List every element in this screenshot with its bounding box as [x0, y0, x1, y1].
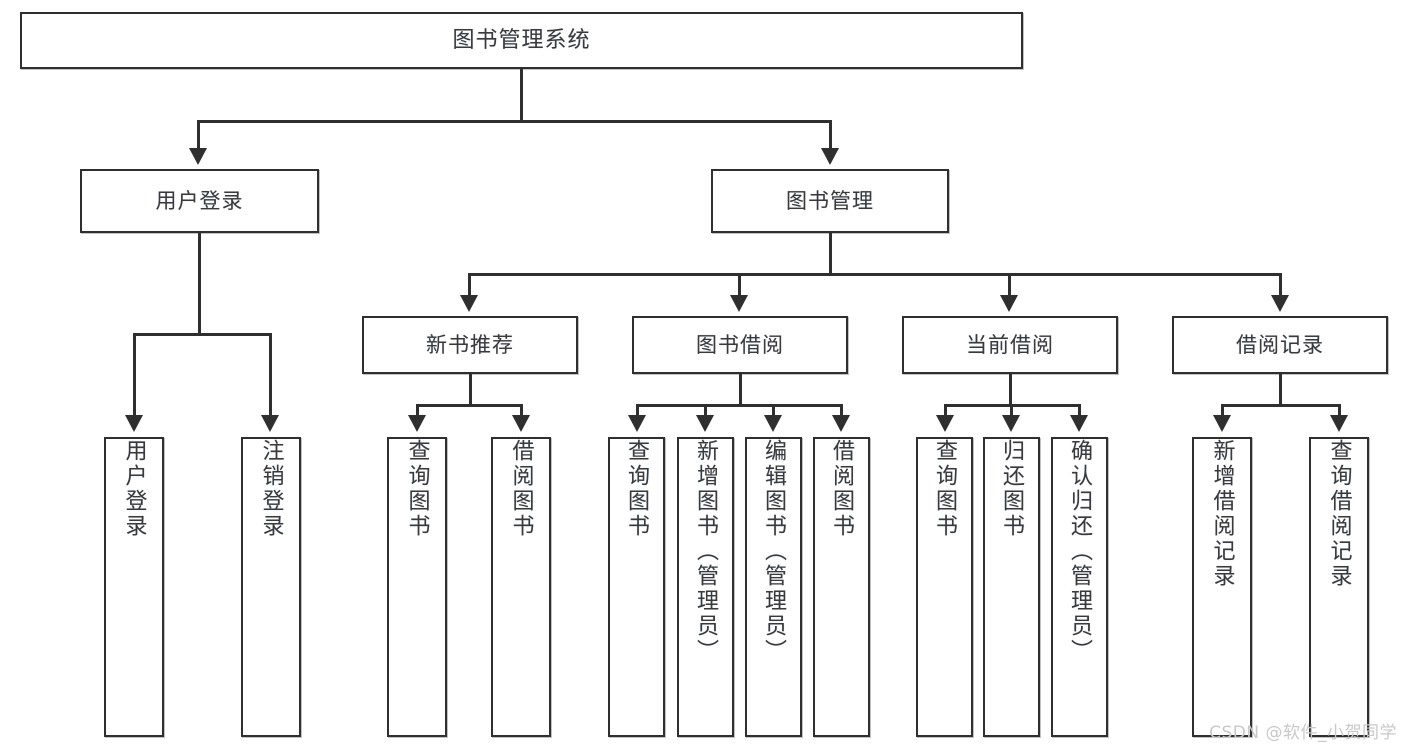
- connector-nbr-drop-1: [416, 404, 419, 417]
- arrow-to-leaf-edit-book: [764, 415, 782, 432]
- node-label: 图书管理: [786, 188, 874, 213]
- arrow-to-borrow-record: [1271, 295, 1289, 312]
- node-leaf-query-book-3[interactable]: 查询图书: [916, 437, 973, 737]
- connector-nbr-bus: [416, 404, 523, 407]
- node-leaf-user-login[interactable]: 用户登录: [104, 437, 164, 737]
- connector-br-stem: [1279, 374, 1282, 406]
- connector-bb-drop-4: [840, 404, 843, 417]
- connector-bb-drop-3: [772, 404, 775, 417]
- arrow-to-leaf-borrow-book-2: [832, 415, 850, 432]
- connector-user-login-drop-2: [269, 333, 272, 417]
- node-label: 用户登录: [155, 188, 244, 213]
- connector-bm-drop-1: [468, 273, 471, 297]
- connector-user-login-bus: [133, 333, 271, 336]
- connector-bm-drop-4: [1279, 273, 1282, 297]
- arrow-to-leaf-user-logout: [261, 415, 279, 432]
- arrow-to-leaf-query-book-3: [936, 415, 954, 432]
- arrow-to-leaf-confirm-return: [1070, 415, 1088, 432]
- connector-user-login-drop-1: [133, 333, 136, 417]
- arrow-to-current-borrow: [1000, 295, 1018, 312]
- node-book-borrow[interactable]: 图书借阅: [632, 316, 848, 374]
- node-label: 借阅记录: [1236, 332, 1324, 357]
- connector-br-bus: [1221, 404, 1341, 407]
- node-label: 图书管理系统: [452, 27, 591, 53]
- connector-root-stem: [520, 69, 523, 122]
- connector-br-drop-1: [1221, 404, 1224, 417]
- node-leaf-return-book[interactable]: 归还图书: [983, 437, 1040, 737]
- arrow-to-leaf-query-book-2: [628, 415, 646, 432]
- node-leaf-add-record[interactable]: 新增借阅记录: [1192, 437, 1252, 737]
- node-current-borrow[interactable]: 当前借阅: [902, 316, 1118, 374]
- node-label: 查询借阅记录: [1326, 439, 1352, 589]
- arrow-to-leaf-borrow-book-1: [512, 415, 530, 432]
- node-leaf-query-book-1[interactable]: 查询图书: [387, 437, 447, 737]
- node-leaf-edit-book[interactable]: 编辑图书（管理员）: [745, 437, 802, 737]
- arrow-to-new-book-recommend: [460, 295, 478, 312]
- connector-bb-drop-1: [636, 404, 639, 417]
- node-label: 图书借阅: [696, 332, 784, 357]
- connector-root-to-book-manage: [829, 120, 832, 150]
- node-book-manage[interactable]: 图书管理: [711, 169, 949, 233]
- node-label: 新增借阅记录: [1209, 439, 1235, 589]
- connector-nbr-stem: [469, 374, 472, 406]
- node-label: 编辑图书（管理员）: [761, 439, 787, 664]
- node-leaf-query-record[interactable]: 查询借阅记录: [1309, 437, 1369, 737]
- node-leaf-borrow-book-2[interactable]: 借阅图书: [813, 437, 870, 737]
- csdn-watermark: CSDN @软件_小贺同学: [1209, 723, 1397, 743]
- connector-root-bus: [197, 120, 832, 123]
- connector-br-drop-2: [1338, 404, 1341, 417]
- connector-bb-drop-2: [704, 404, 707, 417]
- node-leaf-add-book[interactable]: 新增图书（管理员）: [677, 437, 734, 737]
- connector-book-manage-stem: [829, 233, 832, 275]
- node-leaf-user-logout[interactable]: 注销登录: [241, 437, 301, 737]
- connector-nbr-drop-2: [520, 404, 523, 417]
- connector-bb-bus: [636, 404, 842, 407]
- arrow-to-leaf-query-record: [1330, 415, 1348, 432]
- node-label: 归还图书: [999, 439, 1025, 539]
- arrow-root-to-book-manage: [821, 148, 839, 165]
- node-label: 查询图书: [404, 439, 430, 539]
- arrow-to-leaf-query-book-1: [408, 415, 426, 432]
- arrow-to-leaf-add-book: [696, 415, 714, 432]
- node-leaf-query-book-2[interactable]: 查询图书: [608, 437, 665, 737]
- node-leaf-confirm-return[interactable]: 确认归还（管理员）: [1051, 437, 1108, 737]
- node-new-book-recommend[interactable]: 新书推荐: [362, 316, 578, 374]
- connector-cb-stem: [1009, 374, 1012, 406]
- node-user-login[interactable]: 用户登录: [80, 169, 319, 233]
- connector-book-manage-bus: [468, 273, 1282, 276]
- connector-cb-drop-1: [944, 404, 947, 417]
- connector-bb-stem: [739, 374, 742, 406]
- node-label: 用户登录: [121, 439, 147, 539]
- node-label: 借阅图书: [508, 439, 534, 539]
- node-label: 查询图书: [624, 439, 650, 539]
- connector-cb-drop-3: [1078, 404, 1081, 417]
- arrow-root-to-user-login: [189, 148, 207, 165]
- node-label: 新增图书（管理员）: [693, 439, 719, 664]
- node-label: 确认归还（管理员）: [1067, 439, 1093, 664]
- node-label: 注销登录: [258, 439, 284, 539]
- connector-cb-drop-2: [1010, 404, 1013, 417]
- connector-user-login-stem: [198, 233, 201, 336]
- connector-bm-drop-3: [1008, 273, 1011, 297]
- connector-bm-drop-2: [738, 273, 741, 297]
- arrow-to-book-borrow: [730, 295, 748, 312]
- node-label: 查询图书: [932, 439, 958, 539]
- node-root-system[interactable]: 图书管理系统: [20, 12, 1023, 69]
- connector-root-to-user-login: [197, 120, 200, 150]
- arrow-to-leaf-user-login: [125, 415, 143, 432]
- node-label: 当前借阅: [966, 332, 1054, 357]
- node-label: 借阅图书: [829, 439, 855, 539]
- node-leaf-borrow-book-1[interactable]: 借阅图书: [491, 437, 551, 737]
- node-borrow-record[interactable]: 借阅记录: [1172, 316, 1388, 374]
- arrow-to-leaf-return-book: [1002, 415, 1020, 432]
- arrow-to-leaf-add-record: [1213, 415, 1231, 432]
- node-label: 新书推荐: [426, 332, 514, 357]
